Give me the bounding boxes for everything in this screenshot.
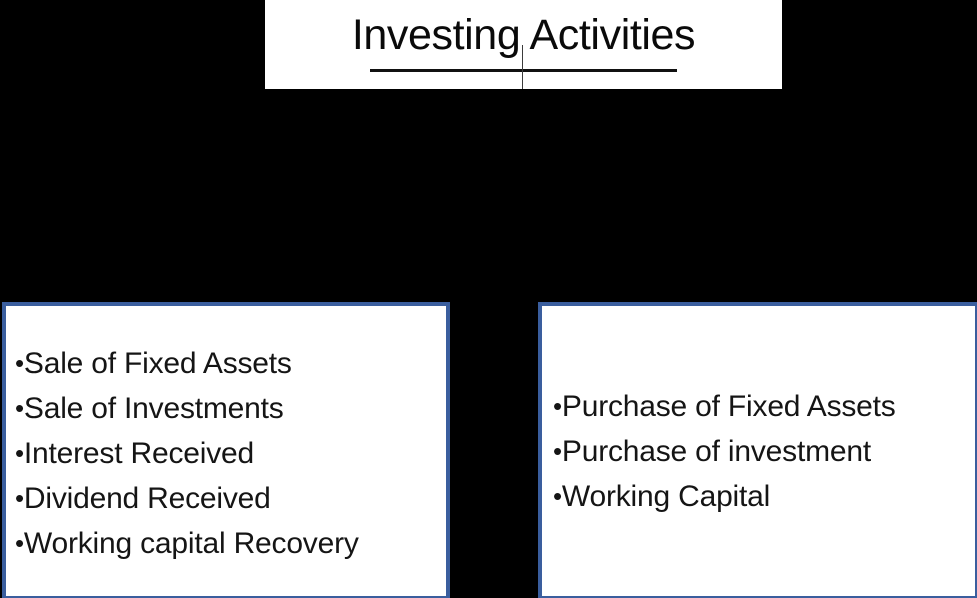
list-item[interactable]: •Sale of Investments xyxy=(15,386,446,431)
list-item[interactable]: •Interest Received xyxy=(15,431,446,476)
list-item[interactable]: •Purchase of Fixed Assets xyxy=(553,384,975,429)
list-item-label: Sale of Investments xyxy=(23,392,284,425)
left-bullet-list: •Sale of Fixed Assets •Sale of Investmen… xyxy=(6,341,446,566)
list-item[interactable]: •Sale of Fixed Assets xyxy=(15,341,446,386)
list-item-label: Purchase of investment xyxy=(561,435,871,468)
bullet-icon: • xyxy=(15,348,24,378)
list-item-label: Sale of Fixed Assets xyxy=(23,347,292,380)
bullet-icon: • xyxy=(553,391,562,421)
title-card[interactable]: Investing Activities xyxy=(265,0,782,89)
left-content-box[interactable]: •Sale of Fixed Assets •Sale of Investmen… xyxy=(2,302,450,598)
bullet-icon: • xyxy=(15,438,24,468)
list-item[interactable]: •Working Capital xyxy=(553,474,975,519)
list-item-label: Dividend Received xyxy=(23,482,271,515)
page-title: Investing Activities xyxy=(351,11,696,59)
bullet-icon: • xyxy=(553,481,562,511)
list-item-label: Purchase of Fixed Assets xyxy=(561,390,896,423)
title-underline xyxy=(370,69,677,72)
right-bullet-list: •Purchase of Fixed Assets •Purchase of i… xyxy=(542,384,975,519)
right-content-box[interactable]: •Purchase of Fixed Assets •Purchase of i… xyxy=(538,302,977,598)
list-item-label: Interest Received xyxy=(23,437,254,470)
bullet-icon: • xyxy=(15,393,24,423)
bullet-icon: • xyxy=(15,528,24,558)
list-item[interactable]: •Dividend Received xyxy=(15,476,446,521)
list-item[interactable]: •Purchase of investment xyxy=(553,429,975,474)
text-caret xyxy=(522,45,523,89)
bullet-icon: • xyxy=(15,483,24,513)
list-item[interactable]: •Working capital Recovery xyxy=(15,521,446,566)
list-item-label: Working Capital xyxy=(561,480,771,513)
bullet-icon: • xyxy=(553,436,562,466)
list-item-label: Working capital Recovery xyxy=(23,527,359,560)
